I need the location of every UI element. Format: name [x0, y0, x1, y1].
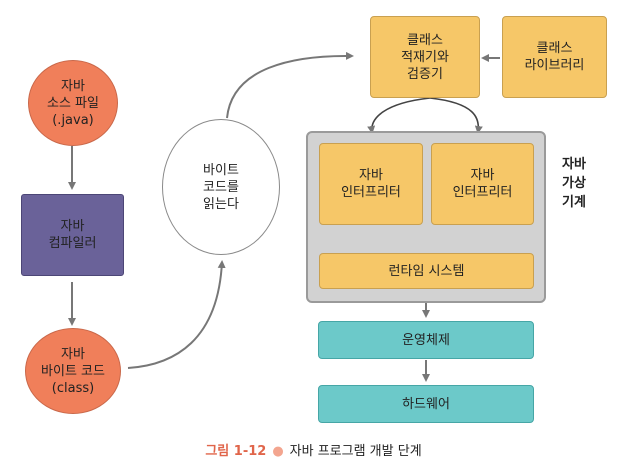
java-bytecode-node: 자바 바이트 코드 (class) [25, 328, 121, 414]
class-loader-verifier-node: 클래스 적재기와 검증기 [370, 16, 480, 98]
class-library-node: 클래스 라이브러리 [502, 16, 607, 98]
interpreter-right-line-2: 인터프리터 [452, 185, 513, 200]
class-loader-line-3: 검증기 [407, 66, 443, 82]
interpreter-left-line-2: 인터프리터 [341, 185, 401, 200]
arrow-loader-to-right-interpreter [429, 97, 483, 134]
jvm-label: 자바 가상 기계 [554, 155, 594, 212]
java-source-file-node: 자바 소스 파일 (.java) [28, 60, 118, 146]
caption-dot-icon: ● [272, 444, 284, 459]
class-library-line-1: 클래스 [536, 41, 573, 56]
java-interpreter-right-node: 자바 인터프리터 [431, 143, 534, 225]
jvm-label-line-1: 자바 [562, 157, 586, 172]
interpreter-right-line-1: 자바 [470, 168, 495, 183]
read-bytecode-line-1: 바이트 [203, 162, 239, 178]
java-compiler-line-2: 컴파일러 [48, 236, 97, 251]
runtime-system-label: 런타임 시스템 [388, 263, 465, 279]
figure-number: 그림 1-12 [205, 444, 267, 459]
java-bytecode-line-3: (class) [51, 380, 95, 396]
read-bytecode-line-3: 읽는다 [203, 196, 239, 212]
class-loader-line-1: 클래스 [407, 32, 443, 48]
operating-system-label: 운영체제 [402, 332, 450, 348]
operating-system-node: 운영체제 [318, 321, 534, 359]
hardware-label: 하드웨어 [402, 396, 450, 412]
arrow-reader-to-loader [226, 51, 354, 119]
interpreter-left-line-1: 자바 [359, 168, 383, 183]
java-bytecode-line-1: 자바 [61, 346, 85, 362]
arrow-bytecode-to-reader [127, 260, 226, 369]
class-library-line-2: 라이브러리 [524, 58, 585, 73]
java-compiler-node: 자바 컴파일러 [21, 194, 124, 276]
runtime-system-node: 런타임 시스템 [319, 253, 534, 289]
java-source-line-1: 자바 [61, 78, 85, 94]
jvm-label-line-2: 가상 [562, 176, 586, 191]
jvm-label-line-3: 기계 [562, 195, 586, 210]
java-source-line-2: 소스 파일 [47, 95, 99, 111]
read-bytecode-node: 바이트 코드를 읽는다 [162, 119, 280, 255]
figure-title: 자바 프로그램 개발 단계 [289, 444, 422, 459]
java-interpreter-left-node: 자바 인터프리터 [319, 143, 423, 225]
class-loader-line-2: 적재기와 [401, 49, 449, 65]
arrow-loader-to-left-interpreter [367, 97, 431, 134]
figure-caption: 그림 1-12 ● 자바 프로그램 개발 단계 [0, 440, 627, 459]
read-bytecode-line-2: 코드를 [203, 179, 239, 195]
hardware-node: 하드웨어 [318, 385, 534, 423]
java-compiler-line-1: 자바 [60, 219, 85, 234]
java-source-line-3: (.java) [52, 112, 94, 128]
java-bytecode-line-2: 바이트 코드 [41, 363, 105, 379]
